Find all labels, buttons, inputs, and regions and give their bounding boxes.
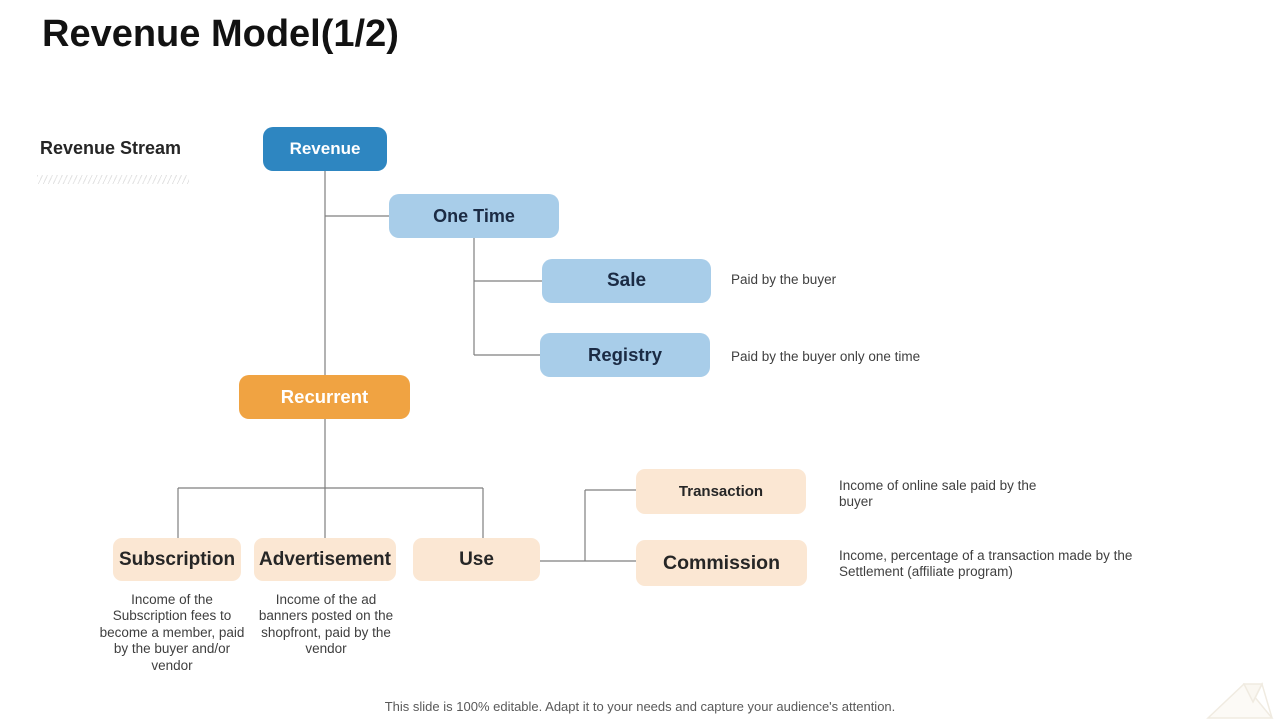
revenue-stream-label: Revenue Stream (40, 138, 182, 158)
note-commission: Income, percentage of a transaction made… (839, 548, 1133, 580)
node-advertisement: Advertisement (254, 538, 396, 581)
node-use: Use (413, 538, 540, 581)
node-subscription: Subscription (113, 538, 241, 581)
note-registry: Paid by the buyer only one time (731, 349, 921, 364)
node-sale: Sale (542, 259, 711, 303)
page-title: Revenue Model(1/2) (42, 13, 399, 55)
node-revenue: Revenue (263, 127, 387, 171)
node-one-time: One Time (389, 194, 559, 238)
note-advertisement: Income of the ad banners posted on the s… (258, 592, 394, 657)
watermark-logo-icon (1206, 681, 1274, 719)
node-registry: Registry (540, 333, 710, 377)
note-subscription: Income of the Subscription fees to becom… (99, 592, 245, 673)
hatch-divider (37, 175, 189, 184)
node-transaction: Transaction (636, 469, 806, 514)
node-commission: Commission (636, 540, 807, 586)
note-sale: Paid by the buyer (731, 272, 837, 287)
node-recurrent: Recurrent (239, 375, 410, 419)
footer-note: This slide is 100% editable. Adapt it to… (384, 699, 896, 714)
note-transaction: Income of online sale paid by the buyer (839, 478, 1037, 510)
